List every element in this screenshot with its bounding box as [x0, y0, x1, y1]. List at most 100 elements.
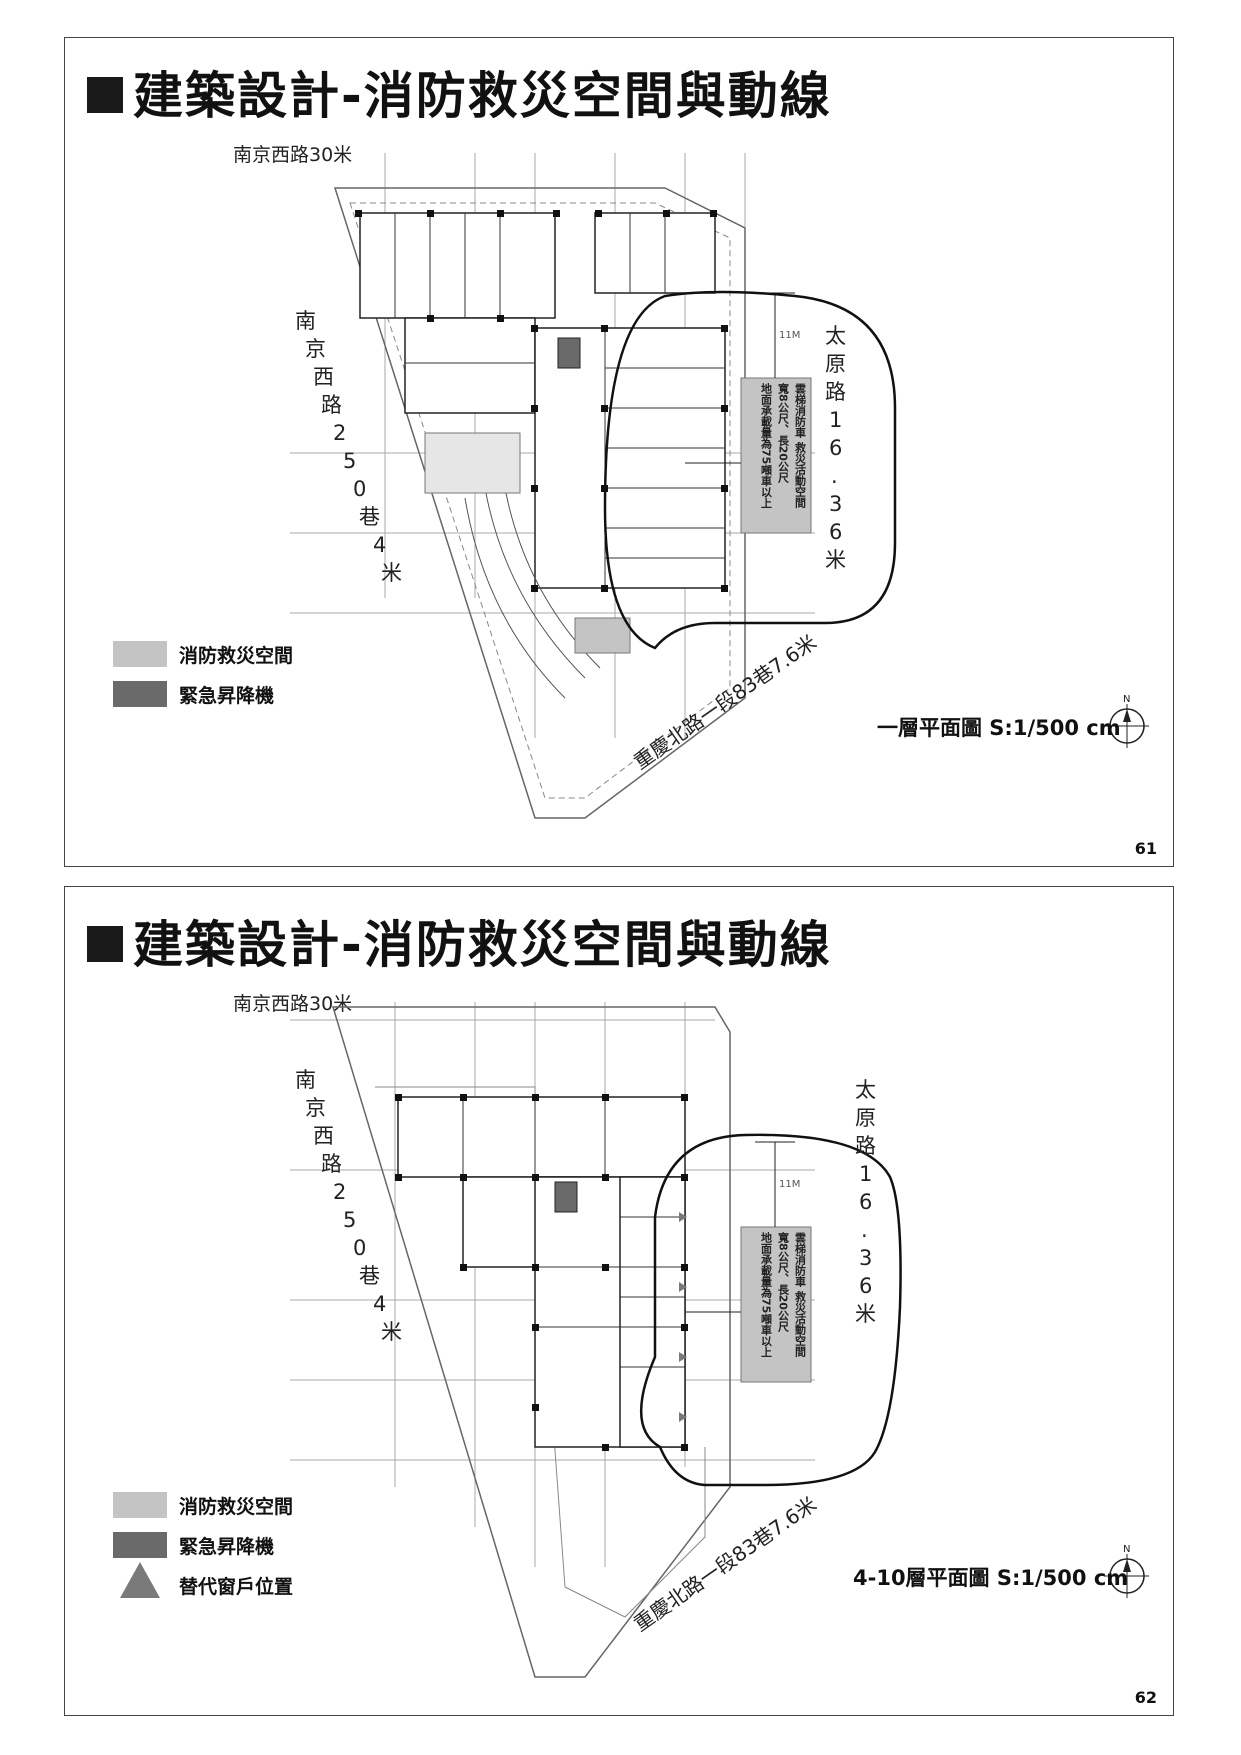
- rescue-pad-label-1: 雲梯消防車 救災活動空間: [794, 383, 808, 509]
- fire-access-loop: [639, 1133, 902, 1487]
- svg-text:5: 5: [343, 449, 356, 473]
- street-label-west-group: 南 京西路 250 巷4米: [295, 309, 402, 585]
- page-number: 62: [1134, 1688, 1157, 1707]
- rescue-pad-label-2: 寬8公尺、長20公尺: [777, 1231, 791, 1333]
- legend-label: 消防救災空間: [179, 1495, 294, 1518]
- street-label-north: 南京西路30米: [233, 144, 353, 166]
- fire-rescue-pad: [740, 377, 812, 534]
- svg-text:巷: 巷: [359, 1264, 380, 1288]
- structural-columns: [395, 1094, 688, 1451]
- dim-11m: 11M: [779, 1179, 800, 1190]
- legend-item-emergency-elevator: 緊急昇降機: [113, 1525, 293, 1565]
- svg-text:1: 1: [859, 1162, 872, 1186]
- courtyard: [424, 432, 521, 494]
- svg-text:京: 京: [305, 337, 326, 361]
- legend-item-emergency-elevator: 緊急昇降機: [113, 674, 293, 714]
- legend-label: 替代窗戶位置: [179, 1575, 294, 1598]
- entry-plaza: [574, 617, 631, 654]
- legend-swatch-light: [113, 641, 167, 667]
- title-square-bullet: [87, 926, 123, 962]
- north-arrow-icon: N: [1105, 1544, 1149, 1598]
- emergency-elevator: [557, 337, 581, 369]
- street-west-char: 南: [295, 309, 316, 333]
- svg-text:米: 米: [825, 548, 846, 572]
- legend: 消防救災空間 緊急昇降機 替代窗戶位置: [113, 1485, 293, 1605]
- emergency-elevator: [554, 1181, 578, 1213]
- svg-text:路: 路: [855, 1134, 876, 1158]
- svg-text:5: 5: [343, 1208, 356, 1232]
- rescue-pad-label-3: 地面承載量為75噸車以上: [760, 1231, 773, 1358]
- floor-plan-4-10f: 雲梯消防車 救災活動空間 寬8公尺、長20公尺 地面承載量為75噸車以上 11M…: [290, 1002, 1149, 1678]
- svg-text:.: .: [831, 464, 838, 488]
- svg-text:路: 路: [321, 1152, 342, 1176]
- legend: 消防救災空間 緊急昇降機: [113, 634, 293, 714]
- legend-item-rescue-space: 消防救災空間: [113, 1485, 293, 1525]
- building-outline: [359, 212, 726, 589]
- street-label-north: 南京西路30米: [233, 993, 353, 1015]
- svg-text:6: 6: [829, 436, 842, 460]
- slide-page-62: 建築設計-消防救災空間與動線 南京西路30米: [64, 886, 1174, 1716]
- svg-text:太: 太: [825, 324, 846, 348]
- svg-text:巷: 巷: [359, 505, 380, 529]
- plan-caption: 一層平面圖 S:1/500 cm: [877, 716, 1121, 740]
- legend-label: 緊急昇降機: [179, 1535, 275, 1558]
- legend-label: 消防救災空間: [179, 644, 294, 667]
- legend-label: 緊急昇降機: [179, 684, 275, 707]
- svg-text:3: 3: [829, 492, 842, 516]
- street-label-south: 重慶北路一段83巷7.6米: [629, 1492, 821, 1636]
- svg-text:4: 4: [373, 1292, 386, 1316]
- svg-text:米: 米: [381, 1320, 402, 1344]
- north-label: N: [1123, 1544, 1130, 1555]
- svg-text:1: 1: [829, 408, 842, 432]
- floor-plan-1f: 雲梯消防車 救災活動空間 寬8公尺、長20公尺 地面承載量為75噸車以上 11M…: [290, 153, 1149, 819]
- street-label-east-group: 太原路 1 6. 3 6 米: [825, 324, 846, 572]
- fire-rescue-pad: [740, 1226, 812, 1383]
- rescue-pad-text: 雲梯消防車 救災活動空間 寬8公尺、長20公尺 地面承載量為75噸車以上: [760, 382, 808, 509]
- site-boundary: [331, 1006, 731, 1678]
- svg-text:南: 南: [295, 1068, 316, 1092]
- svg-text:6: 6: [859, 1190, 872, 1214]
- svg-text:太: 太: [855, 1078, 876, 1102]
- svg-text:米: 米: [855, 1302, 876, 1326]
- svg-text:0: 0: [353, 477, 366, 501]
- rescue-pad-label-1: 雲梯消防車 救災活動空間: [794, 1232, 808, 1358]
- fire-access-loop: [603, 290, 897, 650]
- street-label-west-group: 南京西 路25 0巷4 米: [295, 1068, 402, 1344]
- legend-item-rescue-space: 消防救災空間: [113, 634, 293, 674]
- svg-text:路: 路: [321, 393, 342, 417]
- legend-swatch-light: [113, 1492, 167, 1518]
- structural-columns: [355, 210, 728, 592]
- site-boundary: [333, 187, 746, 819]
- slide-page-61: 建築設計-消防救災空間與動線 南京西路30米: [64, 37, 1174, 867]
- svg-text:路: 路: [825, 380, 846, 404]
- page-number: 61: [1134, 839, 1157, 858]
- legend-swatch-dark: [113, 1532, 167, 1558]
- legend-item-alt-window: 替代窗戶位置: [113, 1562, 294, 1605]
- street-label-east-group: 太原路 16. 36米: [855, 1078, 876, 1326]
- page-title: 建築設計-消防救災空間與動線: [87, 56, 832, 128]
- svg-text:.: .: [861, 1218, 868, 1242]
- dim-11m: 11M: [779, 330, 800, 341]
- north-label: N: [1123, 694, 1130, 705]
- svg-text:2: 2: [333, 421, 346, 445]
- triangle-icon: [113, 1562, 167, 1598]
- legend-swatch-dark: [113, 681, 167, 707]
- svg-text:2: 2: [333, 1180, 346, 1204]
- rescue-pad-label-2: 寬8公尺、長20公尺: [777, 382, 791, 484]
- svg-text:西: 西: [313, 1124, 334, 1148]
- title-square-bullet: [87, 77, 123, 113]
- street-label-south: 重慶北路一段83巷7.6米: [629, 630, 821, 774]
- plan-caption: 4-10層平面圖 S:1/500 cm: [853, 1566, 1129, 1590]
- page-title: 建築設計-消防救災空間與動線: [87, 905, 832, 977]
- rescue-pad-text: 雲梯消防車 救災活動空間 寬8公尺、長20公尺 地面承載量為75噸車以上: [760, 1231, 808, 1358]
- svg-text:米: 米: [381, 561, 402, 585]
- svg-text:6: 6: [829, 520, 842, 544]
- building-outline: [397, 1096, 686, 1448]
- north-arrow-icon: N: [1105, 694, 1149, 748]
- rescue-pad-label-3: 地面承載量為75噸車以上: [760, 382, 773, 509]
- svg-text:3: 3: [859, 1246, 872, 1270]
- svg-text:4: 4: [373, 533, 386, 557]
- svg-text:原: 原: [825, 352, 846, 376]
- svg-text:京: 京: [305, 1096, 326, 1120]
- alternative-window-markers: [679, 1212, 687, 1422]
